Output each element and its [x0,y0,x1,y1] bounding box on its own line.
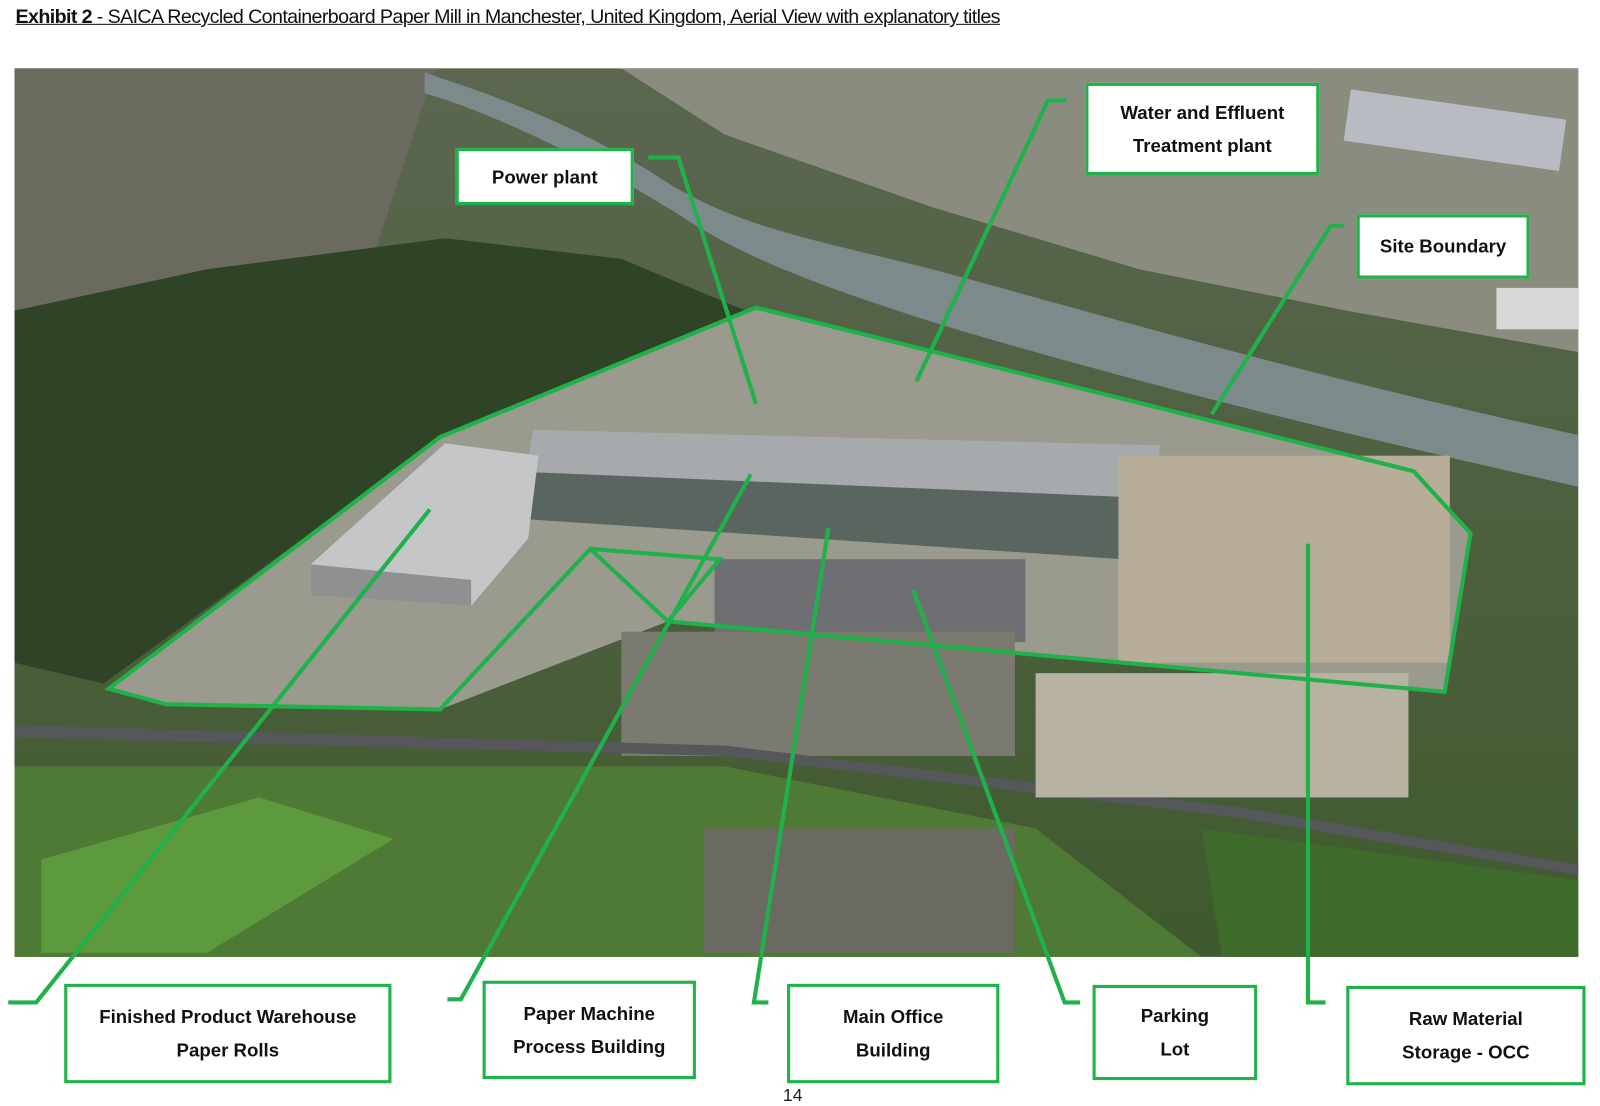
exhibit-title: Exhibit 2 - SAICA Recycled Containerboar… [15,6,1001,29]
leader-parking [911,589,1081,1005]
label-text: Lot [1160,1038,1190,1060]
label-text: Building [855,1039,931,1061]
label-power-plant: Power plant [455,148,634,206]
label-text: Parking [1140,1005,1210,1027]
label-text: Storage - OCC [1402,1041,1530,1063]
label-text: Main Office [842,1006,944,1028]
label-text: Treatment plant [1132,135,1272,156]
label-text: Power plant [491,166,598,187]
label-text: Site Boundary [1379,236,1507,257]
leader-paper-machine [447,473,753,1002]
label-text: Process Building [513,1036,666,1057]
label-text: Paper Machine [523,1002,656,1024]
leader-water-effluent [914,98,1067,382]
leader-warehouse [8,508,432,1005]
label-text: Paper Rolls [176,1039,280,1061]
leader-raw-material [1305,543,1326,1005]
leader-main-office [751,527,831,1005]
leader-power-plant [648,155,758,405]
leader-line-inner [590,546,724,623]
exhibit-number: Exhibit 2 [15,6,93,28]
label-text: Water and Effluent [1120,102,1285,123]
annotation-lines [8,98,1473,1005]
site-boundary-outline [104,305,1473,712]
exhibit-caption: - SAICA Recycled Containerboard Paper Mi… [91,6,1001,28]
leader-site-boundary [1209,223,1345,416]
label-site-boundary: Site Boundary [1356,214,1530,279]
label-text: Raw Material [1408,1008,1523,1030]
page-number: 14 [782,1085,803,1105]
label-text: Finished Product Warehouse [99,1006,357,1028]
